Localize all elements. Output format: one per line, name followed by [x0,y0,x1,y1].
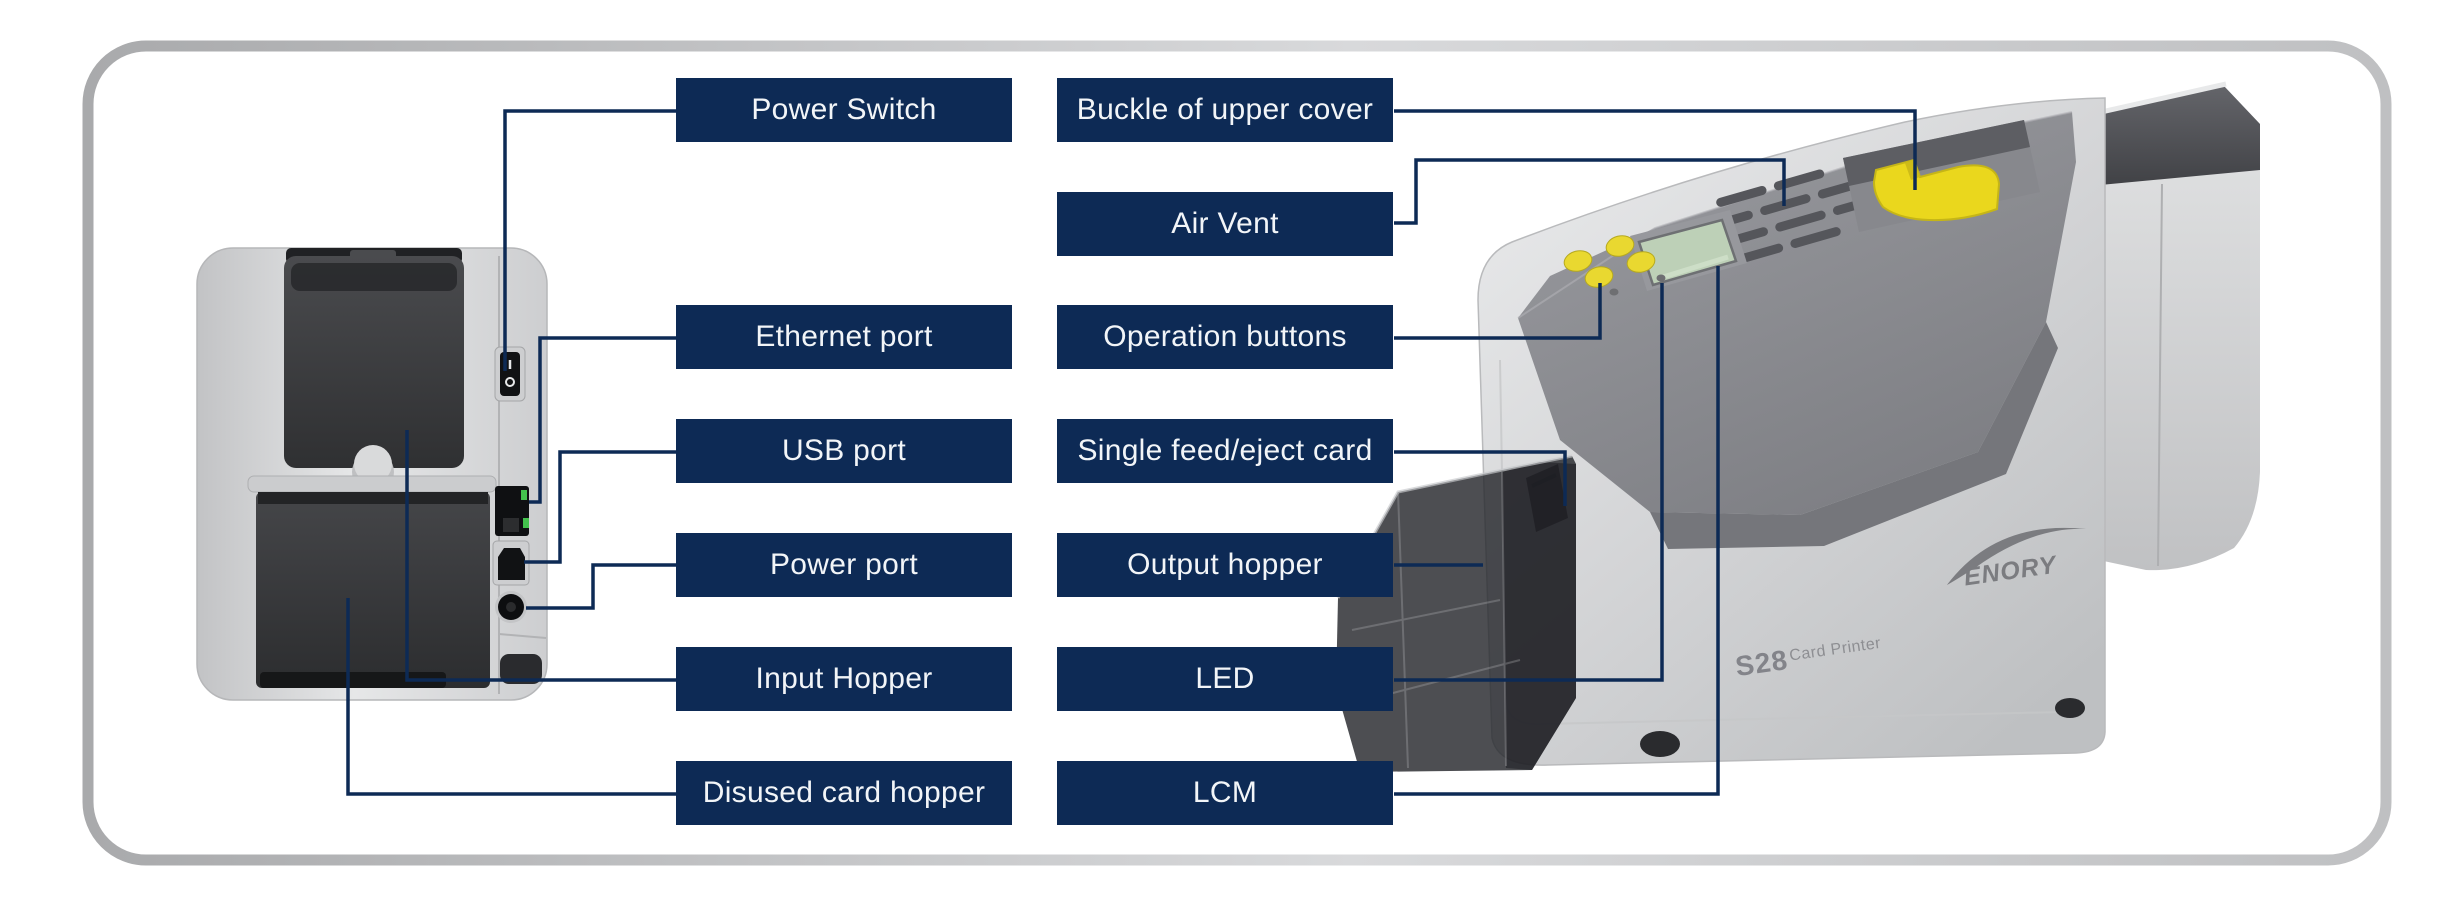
label-operation-buttons: Operation buttons [1057,305,1393,369]
connector-ethernet-port [529,336,676,504]
connector-power-switch [503,109,676,371]
front-printer-illustration: ENORY S28 Card Printer [1336,81,2260,772]
rear-panel-seam-bottom [498,633,547,639]
rear-printer-illustration [196,247,548,701]
connector-lcm [1394,266,1720,796]
ethernet-port [495,486,529,536]
indicator-hole [1609,288,1619,296]
label-air-vent: Air Vent [1057,192,1393,256]
label-power-switch: Power Switch [676,78,1012,142]
label-lcm: LCM [1057,761,1393,825]
model-text: S28 [1733,644,1790,682]
disused-card-hopper-door [247,475,497,688]
connector-lines [346,109,1917,796]
label-usb-port: USB port [676,419,1012,483]
connector-usb-port [524,450,676,564]
upper-cover-buckle [1843,120,2040,232]
usb-port [492,540,530,586]
front-printer-foot-right [2055,698,2085,718]
connector-power-port [526,563,676,610]
label-output-hopper: Output hopper [1057,533,1393,597]
connector-buckle [1394,109,1917,190]
figure-border [82,40,2392,866]
connector-input-hopper [405,430,676,682]
connector-air-vent [1394,158,1786,225]
connector-led [1394,283,1664,682]
connector-disused-card-hopper [346,598,676,796]
label-input-hopper: Input Hopper [676,647,1012,711]
label-buckle-of-upper-cover: Buckle of upper cover [1057,78,1393,142]
label-led: LED [1057,647,1393,711]
output-hopper-tray [1336,454,1576,772]
connector-single-feed [1394,450,1567,506]
led-indicator [1656,274,1666,282]
label-single-feed-eject-card: Single feed/eject card [1057,419,1393,483]
label-disused-card-hopper: Disused card hopper [676,761,1012,825]
label-ethernet-port: Ethernet port [676,305,1012,369]
connector-operation-buttons [1394,283,1602,340]
front-printer-foot [1640,731,1680,757]
input-hopper-cover [284,248,464,493]
label-power-port: Power port [676,533,1012,597]
power-jack [495,591,527,623]
operation-buttons [1563,235,1656,288]
rear-printer-foot [500,654,542,684]
power-switch [494,346,526,402]
